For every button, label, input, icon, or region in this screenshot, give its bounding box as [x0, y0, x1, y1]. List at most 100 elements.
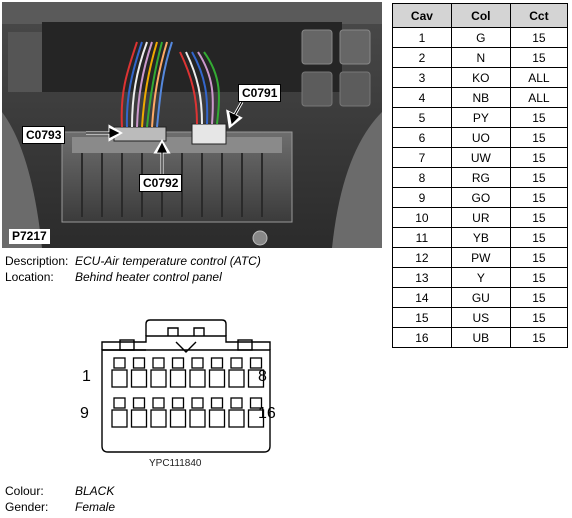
cell-cct: 15	[509, 107, 569, 128]
cell-cct: 15	[509, 47, 569, 68]
connector-cavity	[130, 357, 148, 388]
cell-cav: 6	[392, 127, 452, 148]
cell-cct: 15	[509, 287, 569, 308]
gender-value: Female	[75, 500, 116, 514]
header-col: Col	[450, 3, 511, 28]
connector-cavity	[208, 397, 226, 428]
cell-cct: 15	[509, 327, 569, 348]
cell-cav: 16	[392, 327, 452, 348]
cell-col: UR	[450, 207, 511, 228]
cell-cct: ALL	[509, 87, 569, 108]
connector-cavity	[247, 397, 265, 428]
cell-col: PW	[450, 247, 511, 268]
connector-cavity	[189, 397, 206, 428]
location-label: Location:	[5, 270, 54, 284]
cell-cct: 15	[509, 207, 569, 228]
connector-cavity	[228, 357, 245, 388]
location-photo: C0791 C0792 C0793 P7217	[2, 2, 382, 248]
cell-cav: 5	[392, 107, 452, 128]
cell-cct: 15	[509, 147, 569, 168]
description-label: Description:	[5, 254, 69, 268]
connector-cavity	[228, 397, 245, 428]
pin-label-8: 8	[258, 368, 267, 385]
photo-reference: P7217	[9, 229, 50, 244]
cell-cav: 13	[392, 267, 452, 288]
location-value: Behind heater control panel	[75, 270, 222, 284]
cell-col: US	[450, 307, 511, 328]
cell-cav: 8	[392, 167, 452, 188]
cell-cav: 3	[392, 67, 452, 88]
gender-label: Gender:	[5, 500, 49, 514]
cell-col: PY	[450, 107, 511, 128]
cell-cct: 15	[509, 307, 569, 328]
cell-col: UW	[450, 147, 511, 168]
cell-cav: 2	[392, 47, 452, 68]
location-row: Location: Behind heater control panel	[5, 270, 222, 285]
connector-cavity	[150, 397, 167, 428]
connector-cavity	[169, 357, 187, 388]
pin-label-9: 9	[80, 405, 89, 422]
cell-cct: 15	[509, 127, 569, 148]
connector-cavity	[130, 397, 148, 428]
connector-cavity	[189, 357, 206, 388]
cell-cct: 15	[509, 27, 569, 48]
connector-face-diagram	[101, 319, 271, 453]
cell-col: G	[450, 27, 511, 48]
cell-cct: ALL	[509, 67, 569, 88]
header-cct: Cct	[509, 3, 569, 28]
cell-cct: 15	[509, 267, 569, 288]
gender-row: Gender: Female	[5, 500, 115, 515]
description-row: Description: ECU-Air temperature control…	[5, 254, 261, 269]
table-header-row: Cav Col Cct	[392, 3, 569, 28]
cell-col: UO	[450, 127, 511, 148]
cell-col: GO	[450, 187, 511, 208]
cell-col: RG	[450, 167, 511, 188]
part-number: YPC111840	[149, 458, 202, 469]
cell-cav: 9	[392, 187, 452, 208]
cell-cct: 15	[509, 187, 569, 208]
cell-cav: 4	[392, 87, 452, 108]
pin-label-16: 16	[258, 405, 276, 422]
cell-cav: 14	[392, 287, 452, 308]
colour-row: Colour: BLACK	[5, 484, 114, 499]
description-value: ECU-Air temperature control (ATC)	[75, 254, 261, 268]
cell-col: YB	[450, 227, 511, 248]
connector-cavity	[111, 357, 128, 388]
cell-col: N	[450, 47, 511, 68]
connector-cavity	[208, 357, 226, 388]
cell-cct: 15	[509, 227, 569, 248]
cell-cav: 11	[392, 227, 452, 248]
cell-col: GU	[450, 287, 511, 308]
header-cav: Cav	[392, 3, 452, 28]
cell-cav: 15	[392, 307, 452, 328]
connector-cavity	[111, 397, 128, 428]
cell-cav: 1	[392, 27, 452, 48]
callout-c0793: C0793	[22, 126, 66, 144]
cell-cav: 12	[392, 247, 452, 268]
cell-cct: 15	[509, 167, 569, 188]
connector-cavity	[169, 397, 187, 428]
callout-c0792: C0792	[139, 174, 183, 192]
cell-col: Y	[450, 267, 511, 288]
connector-cavity	[150, 357, 167, 388]
cell-col: NB	[450, 87, 511, 108]
cell-col: KO	[450, 67, 511, 88]
colour-label: Colour:	[5, 484, 44, 498]
callout-c0791: C0791	[238, 84, 282, 102]
